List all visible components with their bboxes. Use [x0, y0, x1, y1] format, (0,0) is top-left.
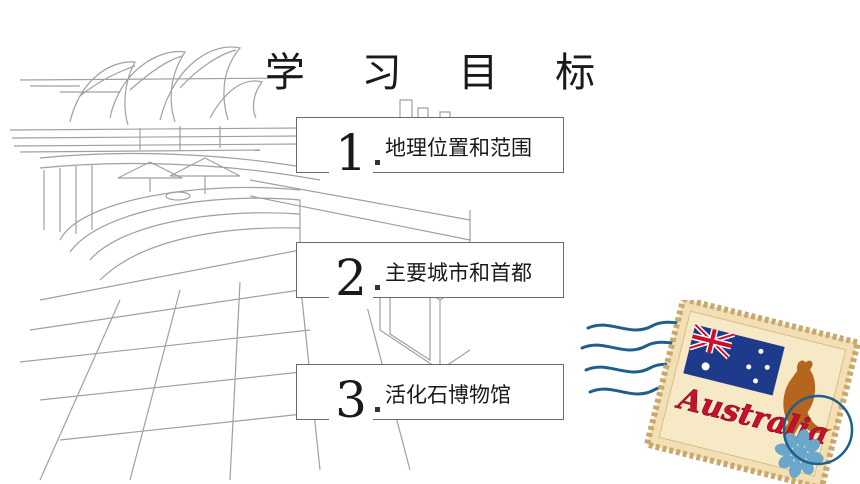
goal-label: 活化石博物馆 [385, 383, 511, 407]
goal-number: 2 [329, 247, 373, 309]
australia-stamp: Australia [580, 300, 860, 484]
goal-label: 主要城市和首都 [385, 261, 532, 285]
goal-number: 3 [329, 369, 373, 431]
goal-label: 地理位置和范围 [385, 136, 532, 160]
goal-item-2[interactable]: 2 主要城市和首都 [296, 242, 564, 309]
bullet-dot [375, 160, 380, 165]
bullet-dot [375, 407, 380, 412]
goal-item-1[interactable]: 1 地理位置和范围 [296, 117, 564, 184]
page-title: 学 习 目 标 [264, 50, 618, 96]
goal-number: 1 [329, 122, 373, 184]
goal-item-3[interactable]: 3 活化石博物馆 [296, 364, 564, 431]
bullet-dot [375, 285, 380, 290]
